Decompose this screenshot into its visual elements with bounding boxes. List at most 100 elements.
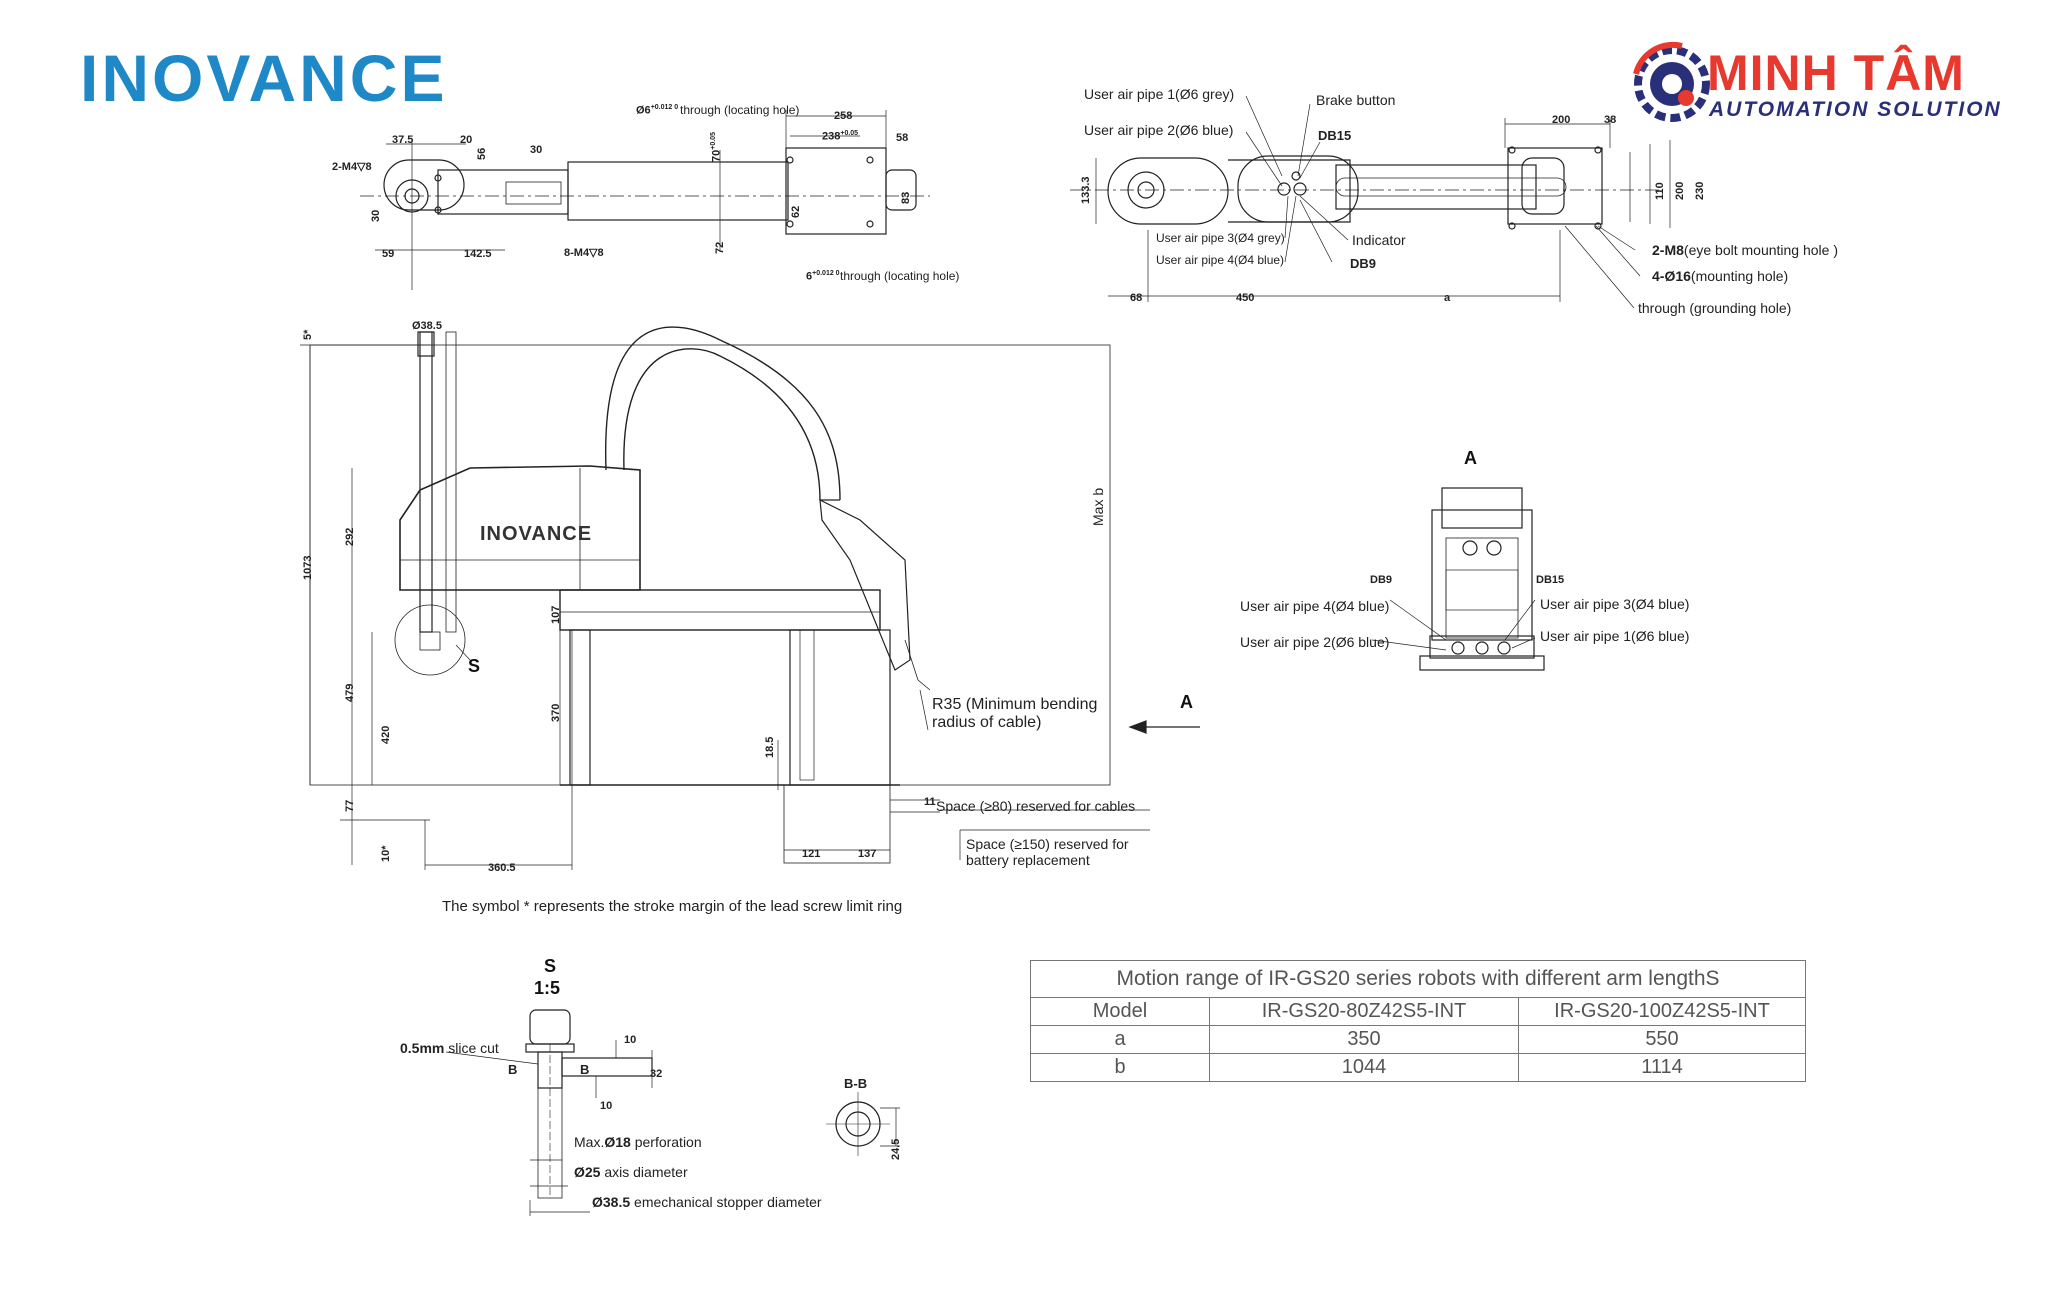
table-row: b 1044 1114 xyxy=(1030,1053,1806,1082)
dim-68: 68 xyxy=(1130,292,1143,304)
minhtam-name: MINH TÂM xyxy=(1707,45,1965,101)
table-header-row: Model IR-GS20-80Z42S5-INT IR-GS20-100Z42… xyxy=(1030,997,1806,1026)
dim-479: 479 xyxy=(344,683,356,702)
view-a-pipe3: User air pipe 3(Ø4 blue) xyxy=(1540,596,1690,612)
axis-diameter: Ø25 axis diameter xyxy=(574,1164,688,1180)
tr-pipe2: User air pipe 2(Ø6 blue) xyxy=(1084,122,1234,138)
dim-30b: 30 xyxy=(370,209,382,222)
table-cell: a xyxy=(1030,1025,1210,1054)
dim-121: 121 xyxy=(802,848,821,860)
table-cell: 350 xyxy=(1209,1025,1519,1054)
view-a-pipe1: User air pipe 1(Ø6 blue) xyxy=(1540,628,1690,644)
dim-200: 200 xyxy=(1552,114,1571,126)
view-a xyxy=(1371,487,1545,671)
space-80-note: Space (≥80) reserved for cables xyxy=(936,798,1136,814)
tr-db15: DB15 xyxy=(1318,128,1352,143)
phi6-top: Ø6+0.012 0 xyxy=(636,104,679,117)
tr-pipe1: User air pipe 1(Ø6 grey) xyxy=(1084,86,1235,102)
dim-420: 420 xyxy=(380,725,392,744)
dim-133-3: 133.3 xyxy=(1080,176,1092,204)
dim-58: 58 xyxy=(896,132,909,144)
dim-360-5: 360.5 xyxy=(488,862,516,874)
dim-10a: 10 xyxy=(624,1034,637,1046)
tr-pipe3: User air pipe 3(Ø4 grey) xyxy=(1156,231,1285,245)
through-locating-top: through (locating hole) xyxy=(680,103,800,117)
view-a-pipe2: User air pipe 2(Ø6 blue) xyxy=(1240,634,1390,650)
top-view-left xyxy=(360,110,930,290)
stroke-note: The symbol * represents the stroke margi… xyxy=(442,898,903,915)
section-bb xyxy=(826,1092,900,1156)
dim-200v: 200 xyxy=(1674,181,1686,200)
dim-142-5: 142.5 xyxy=(464,248,492,260)
dim-56: 56 xyxy=(476,147,488,160)
dim-38: 38 xyxy=(1604,114,1617,126)
dim-2m4: 2-M4▽8 xyxy=(332,161,372,173)
dim-1073: 1073 xyxy=(302,555,314,580)
detail-s-title: S xyxy=(544,956,557,976)
b-left: B xyxy=(508,1062,518,1077)
view-a-db9: DB9 xyxy=(1370,574,1393,586)
tr-grounding: through (grounding hole) xyxy=(1638,300,1792,316)
dim-70: 70+0.05 xyxy=(710,132,723,162)
section-bb-title: B-B xyxy=(844,1076,868,1091)
dim-292: 292 xyxy=(344,527,356,546)
dim-phi38-5: Ø38.5 xyxy=(412,320,442,332)
tr-pipe4: User air pipe 4(Ø4 blue) xyxy=(1156,253,1285,267)
dim-230: 230 xyxy=(1694,181,1706,200)
tr-m8: 2-M8(eye bolt mounting hole ) xyxy=(1652,242,1838,258)
inovance-logo: INOVANCE xyxy=(80,41,448,115)
table-caption: Motion range of IR-GS20 series robots wi… xyxy=(1030,960,1806,997)
dim-32: 32 xyxy=(650,1068,663,1080)
dim-59: 59 xyxy=(382,248,395,260)
view-a-title: A xyxy=(1464,448,1477,468)
dim-10-star: 10* xyxy=(380,845,392,862)
table-cell: 1114 xyxy=(1518,1053,1806,1082)
max-perforation: Max.Ø18 perforation xyxy=(574,1134,702,1150)
dim-110: 110 xyxy=(1654,182,1666,200)
dim-77: 77 xyxy=(344,799,356,812)
dim-258: 258 xyxy=(834,110,853,122)
phi6-bottom: 6+0.012 0 xyxy=(806,270,840,283)
dim-20: 20 xyxy=(460,134,473,146)
slice-cut: 0.5mm slice cut xyxy=(400,1040,499,1056)
dim-a: a xyxy=(1444,292,1451,304)
dim-10b: 10 xyxy=(600,1100,613,1112)
minhtam-sub: AUTOMATION SOLUTION xyxy=(1709,98,2002,121)
table-row: a 350 550 xyxy=(1030,1025,1806,1054)
tr-indicator: Indicator xyxy=(1352,232,1406,248)
dim-137: 137 xyxy=(858,848,877,860)
mechanical-stopper: Ø38.5 emechanical stopper diameter xyxy=(592,1194,822,1210)
tr-brake: Brake button xyxy=(1316,92,1396,108)
b-right: B xyxy=(580,1062,590,1077)
header-model-100: IR-GS20-100Z42S5-INT xyxy=(1518,997,1806,1026)
header-model: Model xyxy=(1030,997,1210,1026)
header-model-80: IR-GS20-80Z42S5-INT xyxy=(1209,997,1519,1026)
motion-range-table: Motion range of IR-GS20 series robots wi… xyxy=(1030,960,1806,1082)
table-cell: 550 xyxy=(1518,1025,1806,1054)
detail-s xyxy=(445,1009,653,1216)
view-a-arrow-label: A xyxy=(1180,692,1193,712)
dim-238: 238+0.05 xyxy=(822,130,859,143)
tr-db9: DB9 xyxy=(1350,256,1377,271)
dim-107: 107 xyxy=(550,605,562,624)
table-cell: b xyxy=(1030,1053,1210,1082)
max-b: Max b xyxy=(1090,487,1106,526)
dim-370: 370 xyxy=(550,703,562,722)
dim-11: 11 xyxy=(924,796,936,808)
dim-62: 62 xyxy=(790,205,802,218)
dim-37-5: 37.5 xyxy=(392,134,414,146)
table-cell: 1044 xyxy=(1209,1053,1519,1082)
detail-s-scale: 1:5 xyxy=(534,978,561,998)
dim-star5: 5* xyxy=(302,329,314,340)
through-locating-bottom: through (locating hole) xyxy=(840,269,960,283)
dim-18-5: 18.5 xyxy=(764,736,776,758)
minhtam-gear-icon xyxy=(1633,41,1710,122)
dim-450: 450 xyxy=(1236,292,1255,304)
view-a-pipe4: User air pipe 4(Ø4 blue) xyxy=(1240,598,1390,614)
dim-83: 83 xyxy=(900,191,912,204)
top-view-right xyxy=(1070,95,1671,309)
dim-30a: 30 xyxy=(530,144,543,156)
detail-s-marker: S xyxy=(468,656,481,676)
view-a-db15: DB15 xyxy=(1536,574,1565,586)
